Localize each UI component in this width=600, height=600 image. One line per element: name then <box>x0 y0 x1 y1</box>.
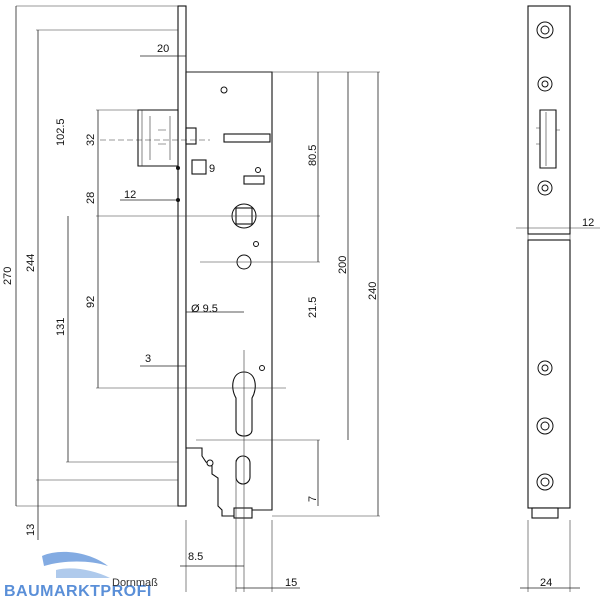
guide-slot <box>223 133 271 143</box>
latch-detail <box>141 110 171 166</box>
screw-hole-mid <box>255 167 261 173</box>
dim-20: 20 <box>157 43 169 55</box>
dim-9-5: Ø 9.5 <box>191 303 218 315</box>
bottom-slot <box>235 455 251 485</box>
dimension-labels: 270 244 131 13 102.5 32 28 92 20 12 3 9 … <box>2 43 594 589</box>
dim-12-side: 12 <box>582 217 594 229</box>
dim-3: 3 <box>145 353 151 365</box>
logo: BAUMARKTPROFI Dornmaß <box>4 551 158 600</box>
dim-102-5: 102.5 <box>55 118 67 146</box>
dim-240: 240 <box>367 282 379 300</box>
dim-8-5: 8.5 <box>188 551 203 563</box>
logo-subtitle: Dornmaß <box>112 577 158 589</box>
screw-hole-bottom <box>206 459 214 467</box>
logo-text: BAUMARKTPROFI <box>4 583 152 600</box>
dim-12-front: 12 <box>124 189 136 201</box>
lever <box>243 175 265 185</box>
side-latch <box>539 109 557 169</box>
logo-swoosh-icon <box>42 551 108 566</box>
dim-21-5: 21.5 <box>307 297 319 318</box>
dim-80-5: 80.5 <box>307 145 319 166</box>
dim-28: 28 <box>85 192 97 204</box>
front-view <box>15 5 380 592</box>
square-9mm <box>191 159 207 175</box>
latch-stem <box>185 127 197 145</box>
screw-hole-top <box>220 86 228 94</box>
dim-9: 9 <box>209 163 215 175</box>
dim-7: 7 <box>307 496 319 502</box>
dim-15: 15 <box>285 577 297 589</box>
dim-270: 270 <box>2 267 14 285</box>
dim-92: 92 <box>85 296 97 308</box>
side-holes <box>536 21 554 491</box>
dim-13: 13 <box>25 524 37 536</box>
dim-244: 244 <box>25 254 37 272</box>
screw-hole-2 <box>253 241 259 247</box>
latch-bolt <box>137 109 179 167</box>
dim-200: 200 <box>337 256 349 274</box>
dim-32: 32 <box>85 134 97 146</box>
side-bolt <box>531 507 559 519</box>
bottom-bolt <box>233 507 253 519</box>
dim-24: 24 <box>540 577 552 589</box>
faceplate <box>177 5 187 507</box>
screw-hole-3 <box>259 365 265 371</box>
dim-131: 131 <box>55 318 67 336</box>
side-view <box>516 5 600 592</box>
